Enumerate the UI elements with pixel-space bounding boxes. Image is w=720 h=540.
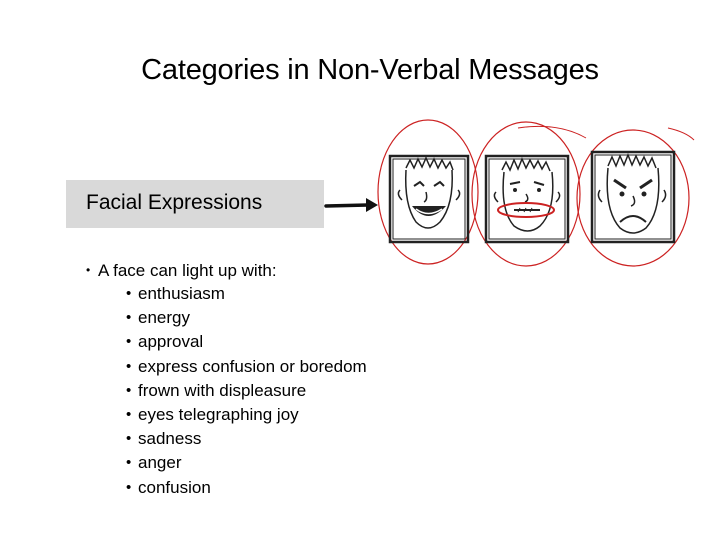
- list-item: •express confusion or boredom: [126, 356, 367, 376]
- list-item-text: energy: [138, 308, 190, 328]
- face-sketches: [377, 119, 695, 267]
- list-item-text: frown with displeasure: [138, 380, 307, 400]
- section-header-box: Facial Expressions: [66, 180, 324, 228]
- list-item: •enthusiasm: [126, 284, 225, 303]
- list-item-text: approval: [138, 332, 204, 352]
- list-item-text: anger: [138, 453, 182, 473]
- list-item: •eyes telegraphing joy: [126, 405, 299, 425]
- intro-text: A face can light up with:: [98, 261, 277, 280]
- list-item-text: confusion: [138, 477, 211, 497]
- list-item: •anger: [126, 453, 182, 473]
- list-item: •confusion: [126, 477, 211, 497]
- list-item-text: enthusiasm: [138, 284, 225, 303]
- list-item: •frown with displeasure: [126, 380, 307, 400]
- arrow-right-icon: [324, 198, 378, 212]
- angry-face-icon: [590, 150, 676, 244]
- slide-title: Categories in Non-Verbal Messages: [141, 54, 599, 86]
- happy-face-icon: [388, 154, 470, 244]
- list-item-text: express confusion or boredom: [138, 356, 367, 376]
- expression-list: •enthusiasm •energy •approval •express c…: [126, 282, 367, 500]
- list-item-text: sadness: [138, 429, 202, 449]
- list-item: •sadness: [126, 429, 202, 449]
- intro-line: • A face can light up with:: [86, 259, 277, 282]
- section-label: Facial Expressions: [86, 191, 263, 214]
- list-item-text: eyes telegraphing joy: [138, 405, 299, 425]
- confused-face-icon: [484, 154, 570, 244]
- bullet-marker: •: [86, 263, 91, 277]
- list-item: •energy: [126, 308, 190, 328]
- list-item: •approval: [126, 332, 204, 352]
